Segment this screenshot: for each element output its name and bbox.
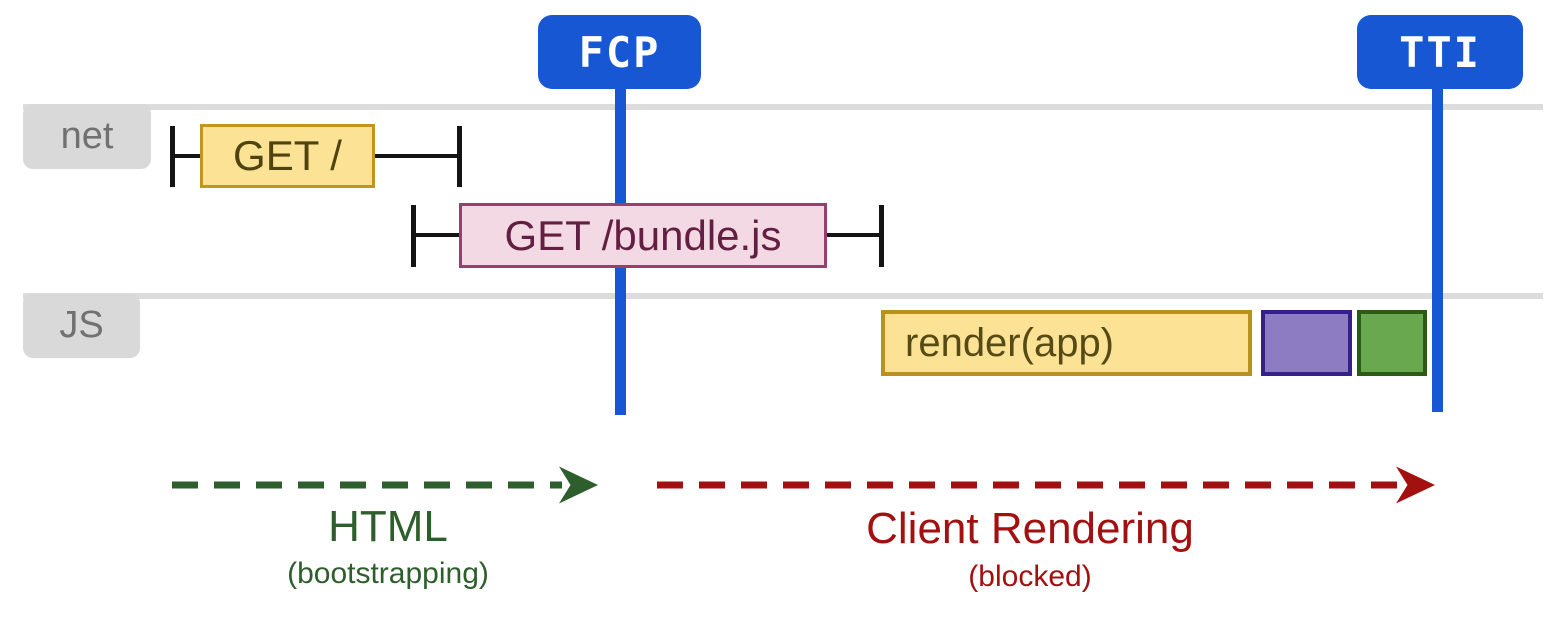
get-bundle-whisker-cap-start bbox=[411, 205, 416, 267]
js-task-box-purple bbox=[1261, 310, 1352, 376]
html-phase-title: HTML bbox=[328, 502, 448, 551]
get-root-whisker-cap-start bbox=[170, 126, 175, 187]
html-phase-subtitle: (bootstrapping) bbox=[287, 557, 489, 590]
client-rendering-phase-subtitle: (blocked) bbox=[968, 560, 1092, 593]
render-app-task-box: render(app) bbox=[881, 310, 1252, 376]
get-root-whisker-cap-end bbox=[457, 126, 462, 187]
tti-marker-line bbox=[1432, 86, 1443, 412]
html-phase-arrow-icon bbox=[172, 466, 598, 504]
fcp-badge: FCP bbox=[538, 15, 701, 89]
client-rendering-phase-title: Client Rendering bbox=[866, 504, 1194, 553]
get-bundle-request-box: GET /bundle.js bbox=[459, 203, 827, 268]
get-root-request-box: GET / bbox=[200, 124, 375, 188]
net-track-line bbox=[23, 104, 1543, 110]
js-track-label: JS bbox=[23, 293, 140, 358]
get-bundle-whisker-cap-end bbox=[879, 205, 884, 267]
js-task-box-green bbox=[1357, 310, 1427, 376]
net-track-label: net bbox=[23, 104, 151, 169]
tti-badge: TTI bbox=[1357, 15, 1523, 89]
client-rendering-phase-arrow-icon bbox=[657, 466, 1435, 504]
js-track-line bbox=[23, 293, 1543, 299]
